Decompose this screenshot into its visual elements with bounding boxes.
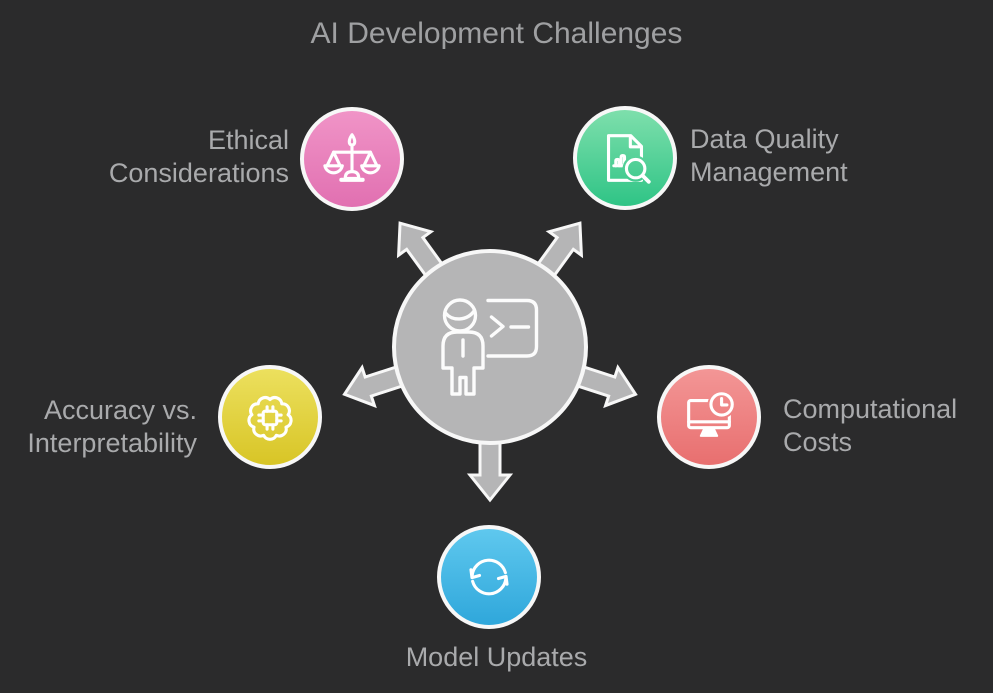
- node-data-quality-circle: [573, 106, 677, 210]
- label-line: Management: [690, 157, 848, 187]
- node-model-updates-label: Model Updates: [0, 641, 993, 674]
- monitor-clock-icon: [687, 392, 734, 437]
- diagram-title: AI Development Challenges: [310, 17, 683, 50]
- label-line: Interpretability: [27, 428, 197, 458]
- node-data-quality-label: Data Quality Management: [690, 123, 848, 189]
- label-line: Considerations: [108, 158, 289, 188]
- node-computational-circle: [657, 365, 761, 469]
- label-line: Ethical: [207, 125, 289, 155]
- node-accuracy-label: Accuracy vs. Interpretability: [27, 394, 197, 460]
- node-computational-label: Computational Costs: [783, 393, 957, 459]
- label-line: Accuracy vs.: [43, 395, 197, 425]
- hub-circle: [392, 249, 588, 445]
- label-line: Data Quality: [690, 124, 839, 154]
- document-chart-magnifier-icon: [606, 134, 651, 184]
- refresh-icon: [469, 558, 509, 596]
- scales-icon: [323, 133, 381, 182]
- node-model-updates-circle: [437, 525, 541, 629]
- label-line: Model Updates: [405, 642, 588, 672]
- label-line: Computational: [783, 394, 958, 424]
- node-ethical-circle: [300, 107, 404, 211]
- node-accuracy-circle: [218, 365, 322, 469]
- brain-chip-icon: [247, 396, 293, 441]
- label-line: Costs: [783, 427, 853, 457]
- node-ethical-label: Ethical Considerations: [109, 124, 289, 190]
- presenter-terminal-board-icon: [441, 298, 539, 396]
